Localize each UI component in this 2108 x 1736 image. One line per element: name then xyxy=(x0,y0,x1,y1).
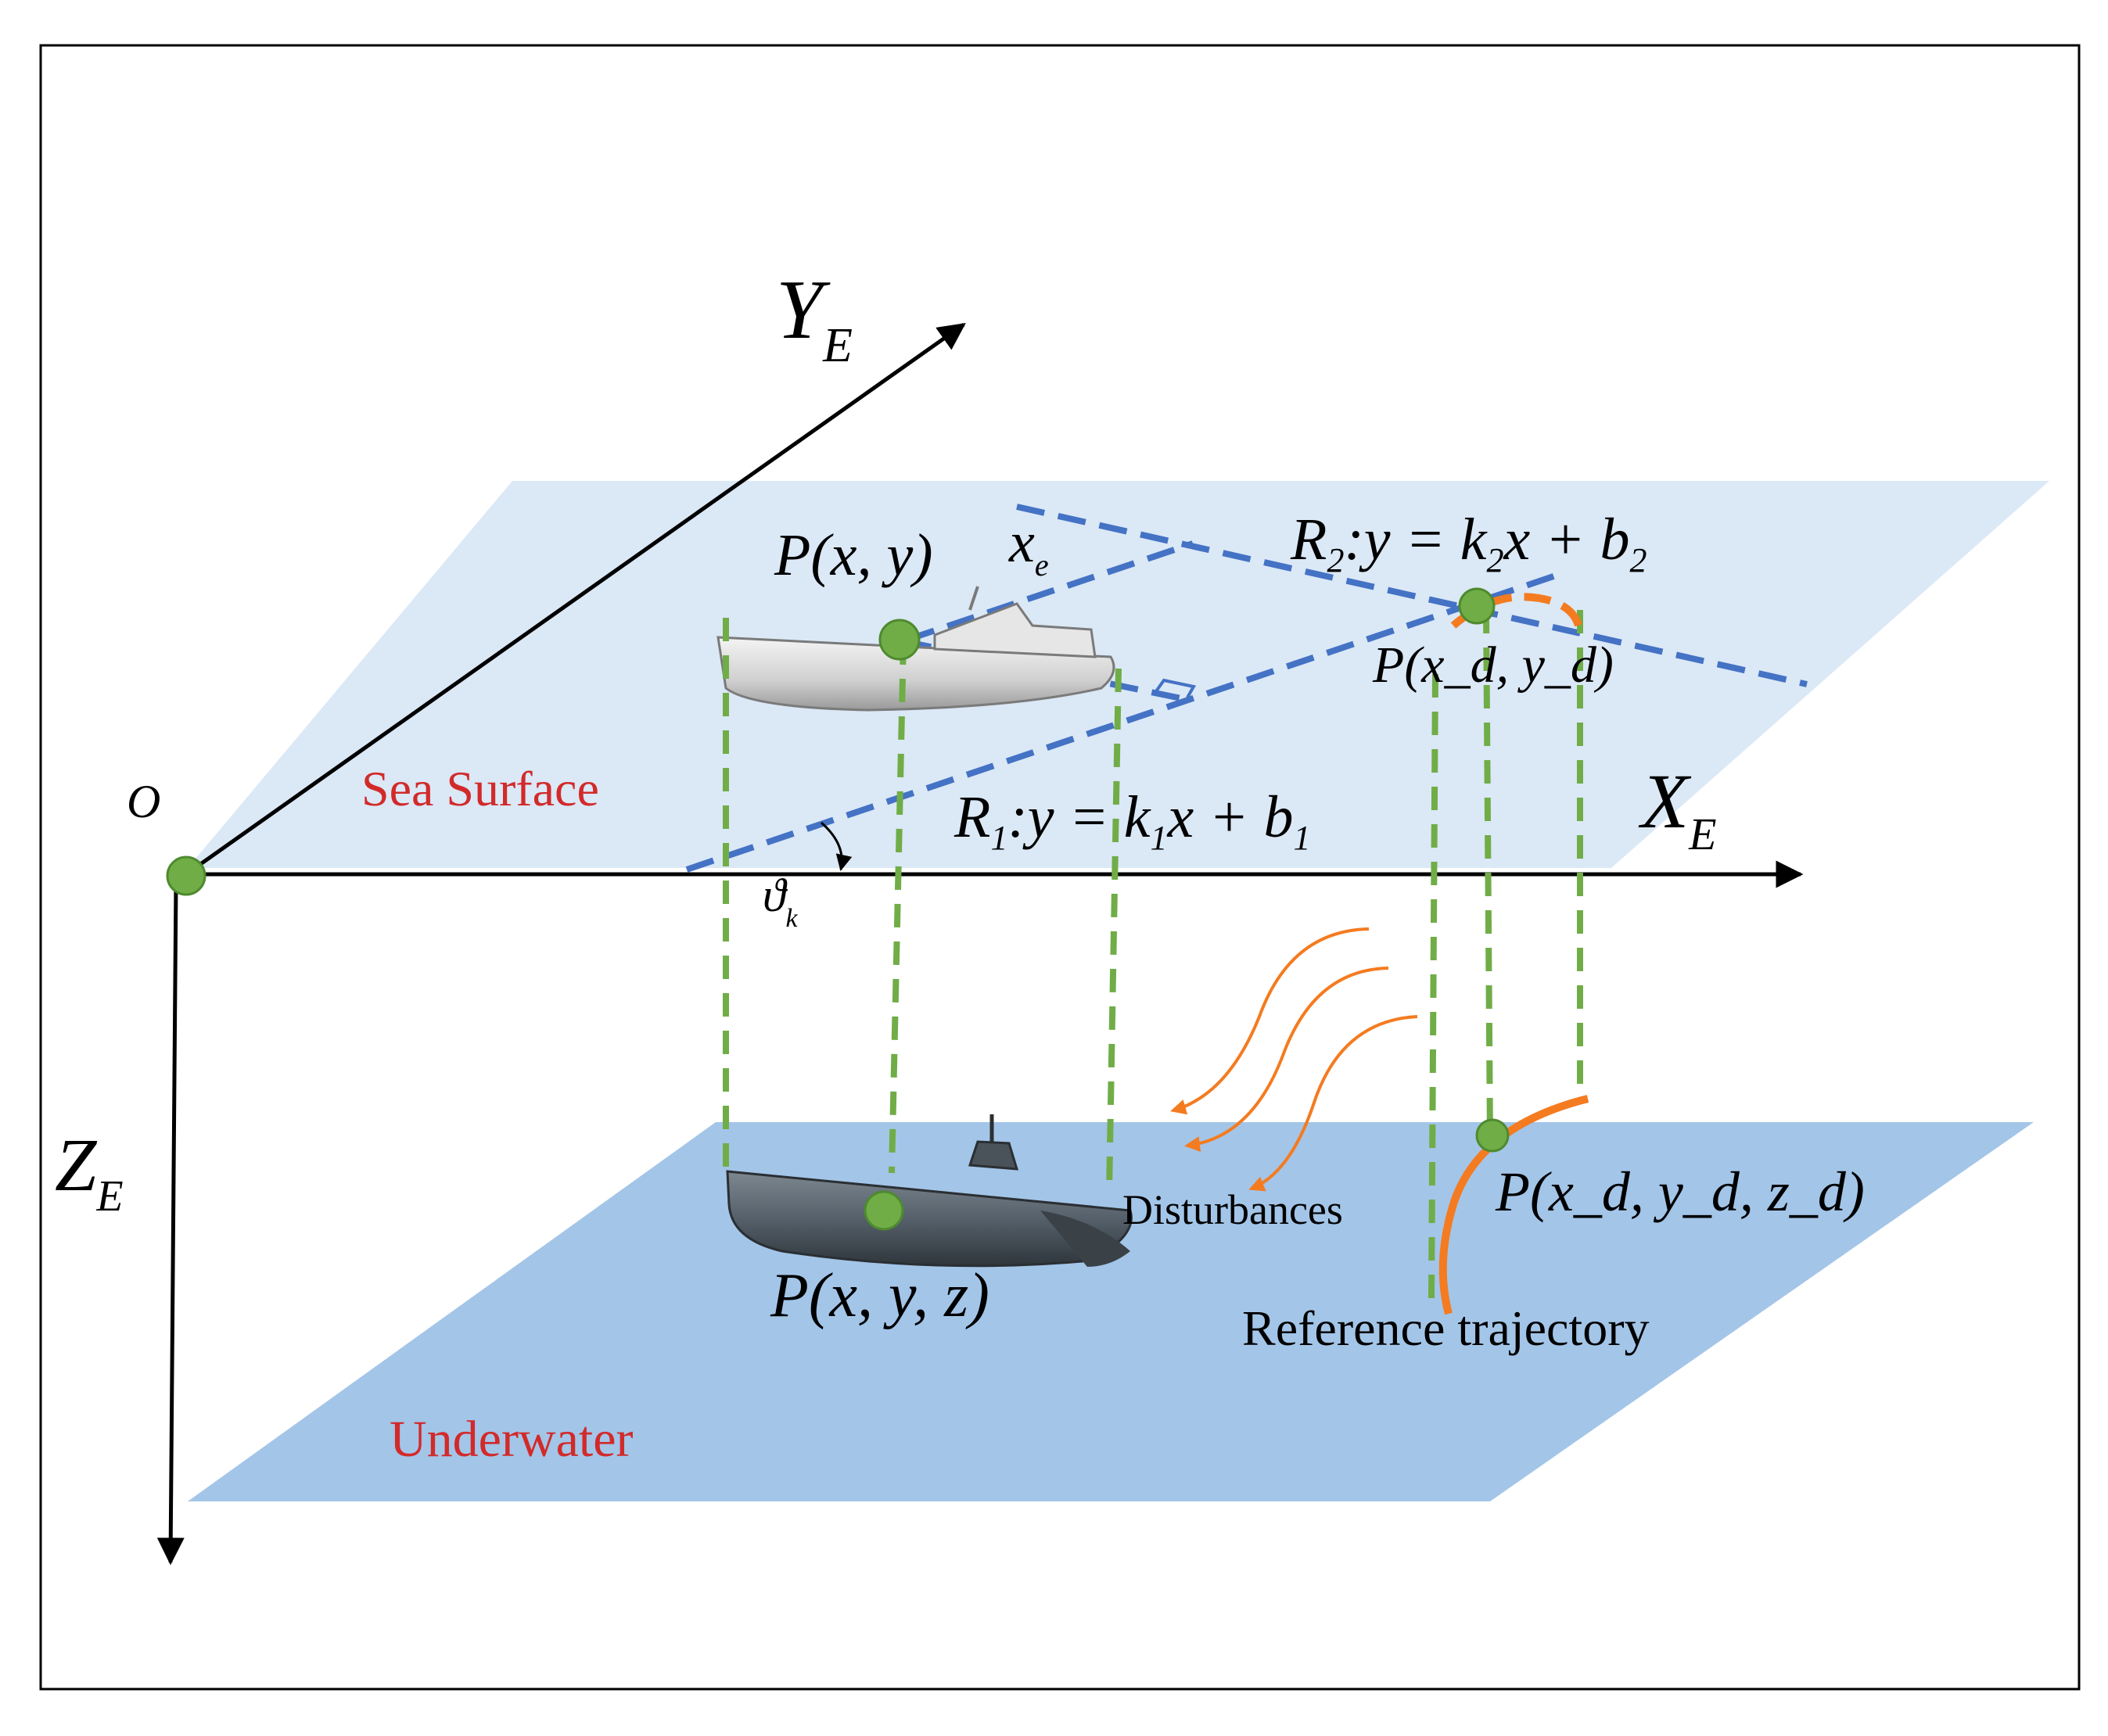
y-axis xyxy=(185,322,966,877)
r2-equation: R2:y = k2x + b2 xyxy=(1290,507,1647,579)
disturbance-arrow xyxy=(1170,927,1370,1115)
angle-arc xyxy=(821,821,853,872)
desired-underwater-label: P(x_d, y_d, z_d) xyxy=(1495,1160,1865,1223)
disturbance-arrow xyxy=(1248,1015,1418,1192)
disturbances-label: Disturbances xyxy=(1122,1186,1343,1233)
origin-label: O xyxy=(127,776,160,827)
surface-trajectory-arc xyxy=(1450,593,1582,629)
projection-line xyxy=(1483,609,1493,1139)
sea-surface-label: Sea Surface xyxy=(361,761,599,816)
surface-vessel-point xyxy=(878,619,921,661)
underwater-vehicle-label: P(x, y, z) xyxy=(770,1261,989,1330)
reference-trajectory-curve xyxy=(1438,1095,1589,1315)
surface-ship-icon xyxy=(716,586,1115,712)
xe-label: xe xyxy=(1008,511,1049,583)
desired-underwater-point xyxy=(1475,1118,1510,1153)
projection-line xyxy=(1106,668,1122,1193)
r1-equation: R1:y = k1x + b1 xyxy=(953,784,1311,857)
underwater-plane xyxy=(188,1122,2034,1501)
origin-point xyxy=(166,855,206,896)
disturbance-arrow xyxy=(1184,967,1389,1152)
angle-label: ϑk xyxy=(763,870,798,933)
z-axis xyxy=(156,881,185,1566)
z-axis-label: ZE xyxy=(55,1123,124,1221)
figure-frame xyxy=(39,44,2081,1691)
xe-error-line xyxy=(906,540,1194,643)
desired-surface-label: P(x_d, y_d) xyxy=(1372,637,1614,694)
reference-trajectory-label: Reference trajectory xyxy=(1242,1300,1650,1356)
desired-surface-point xyxy=(1458,587,1496,625)
underwater-vehicle-point xyxy=(864,1190,904,1231)
underwater-label: Underwater xyxy=(390,1411,634,1468)
x-axis-label: XE xyxy=(1638,758,1717,859)
surface-vessel-label: P(x, y) xyxy=(774,522,933,588)
right-angle-marker xyxy=(1155,678,1197,698)
line-r2 xyxy=(1016,504,1808,687)
projection-line xyxy=(1428,673,1438,1299)
line-r1 xyxy=(685,572,1560,873)
projection-line xyxy=(889,640,907,1174)
y-axis-label: YE xyxy=(776,264,853,372)
submarine-icon xyxy=(726,1114,1133,1268)
